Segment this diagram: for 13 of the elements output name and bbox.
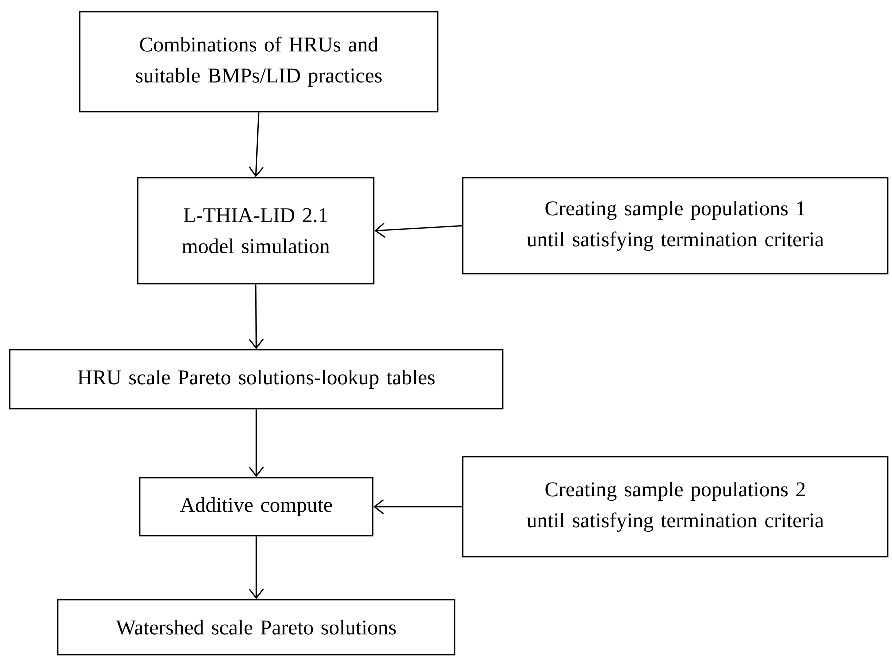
arrow: [249, 410, 264, 478]
process-box: Creating sample populations 2 until satisfying termination criteria: [462, 456, 889, 558]
process-box: HRU scale Pareto solutions-lookup tables: [9, 349, 504, 410]
arrow: [249, 536, 264, 600]
arrow: [248, 112, 264, 178]
arrow: [374, 222, 462, 238]
process-box: L-THIA-LID 2.1 model simulation: [137, 177, 375, 285]
arrow: [248, 284, 264, 350]
process-box: Additive compute: [139, 477, 374, 537]
process-box: Combinations of HRUs and suitable BMPs/LID practices: [79, 11, 439, 113]
arrow: [374, 499, 462, 514]
process-box: Watershed scale Pareto solutions: [57, 599, 456, 656]
process-box: Creating sample populations 1 until satisfying termination criteria: [462, 177, 889, 275]
